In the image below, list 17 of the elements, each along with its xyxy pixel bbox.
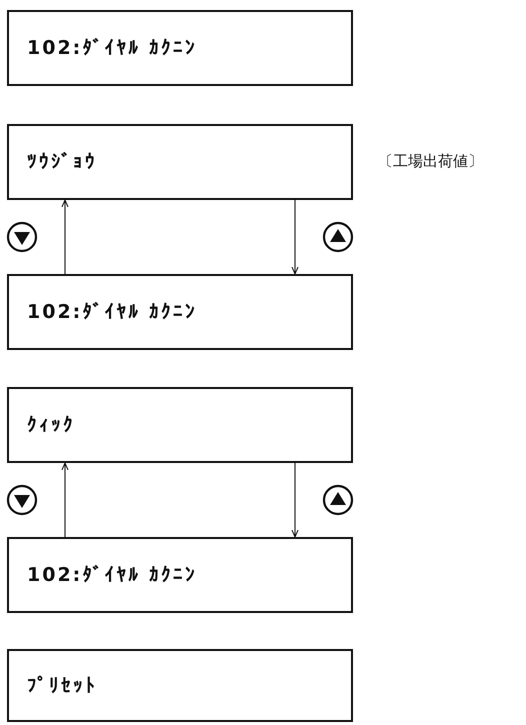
display-screen xyxy=(7,274,353,350)
display-screen xyxy=(7,649,353,722)
display-screen xyxy=(7,124,353,200)
display-screen xyxy=(7,387,353,463)
display-text: 102:ﾀﾞｲﾔﾙ ｶｸﾆﾝ xyxy=(27,564,197,586)
arrow xyxy=(292,200,298,274)
arrow xyxy=(62,462,68,538)
note-text: 〔工場出荷値〕 xyxy=(378,152,483,171)
display-screen xyxy=(7,10,353,86)
display-text: 102:ﾀﾞｲﾔﾙ ｶｸﾆﾝ xyxy=(27,301,197,323)
display-screen xyxy=(7,537,353,613)
display-text: ﾌﾟﾘｾｯﾄ xyxy=(27,674,97,696)
arrow xyxy=(292,462,298,538)
arrow xyxy=(62,200,68,274)
display-text: ｸｨｯｸ xyxy=(27,414,75,436)
display-text: 102:ﾀﾞｲﾔﾙ ｶｸﾆﾝ xyxy=(27,37,197,59)
display-text: ﾂｳｼﾞｮｳ xyxy=(27,151,97,173)
